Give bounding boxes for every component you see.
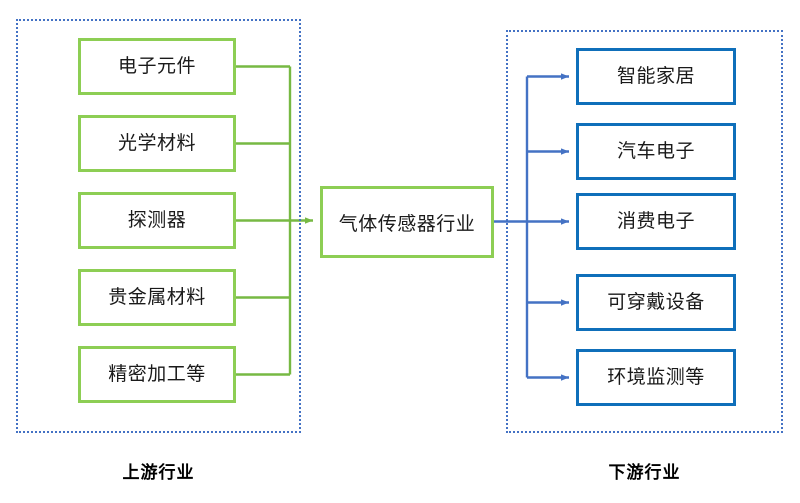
upstream-node-1[interactable]: 电子元件 xyxy=(78,38,236,95)
downstream-node-2-label: 汽车电子 xyxy=(616,140,695,162)
upstream-node-2-label: 光学材料 xyxy=(117,132,196,154)
downstream-node-3-label: 消费电子 xyxy=(616,210,695,232)
center-node-label: 气体传感器行业 xyxy=(338,212,476,235)
downstream-caption: 下游行业 xyxy=(608,463,681,483)
downstream-zone xyxy=(506,30,783,433)
upstream-zone xyxy=(16,19,301,433)
upstream-node-4-label: 贵金属材料 xyxy=(108,286,206,308)
downstream-node-4-label: 可穿戴设备 xyxy=(607,291,705,313)
upstream-node-5[interactable]: 精密加工等 xyxy=(78,346,236,403)
center-node-gas-sensor-industry[interactable]: 气体传感器行业 xyxy=(320,186,494,258)
downstream-node-3[interactable]: 消费电子 xyxy=(576,193,736,250)
upstream-node-2[interactable]: 光学材料 xyxy=(78,115,236,172)
upstream-node-3-label: 探测器 xyxy=(127,209,187,231)
downstream-node-4[interactable]: 可穿戴设备 xyxy=(576,274,736,331)
upstream-node-4[interactable]: 贵金属材料 xyxy=(78,269,236,326)
upstream-node-3[interactable]: 探测器 xyxy=(78,192,236,249)
downstream-node-1[interactable]: 智能家居 xyxy=(576,48,736,105)
downstream-node-2[interactable]: 汽车电子 xyxy=(576,123,736,180)
downstream-node-5-label: 环境监测等 xyxy=(607,366,705,388)
upstream-node-1-label: 电子元件 xyxy=(117,55,196,77)
upstream-node-5-label: 精密加工等 xyxy=(108,363,206,385)
downstream-node-1-label: 智能家居 xyxy=(616,65,695,87)
upstream-caption: 上游行业 xyxy=(122,463,195,483)
downstream-node-5[interactable]: 环境监测等 xyxy=(576,349,736,406)
